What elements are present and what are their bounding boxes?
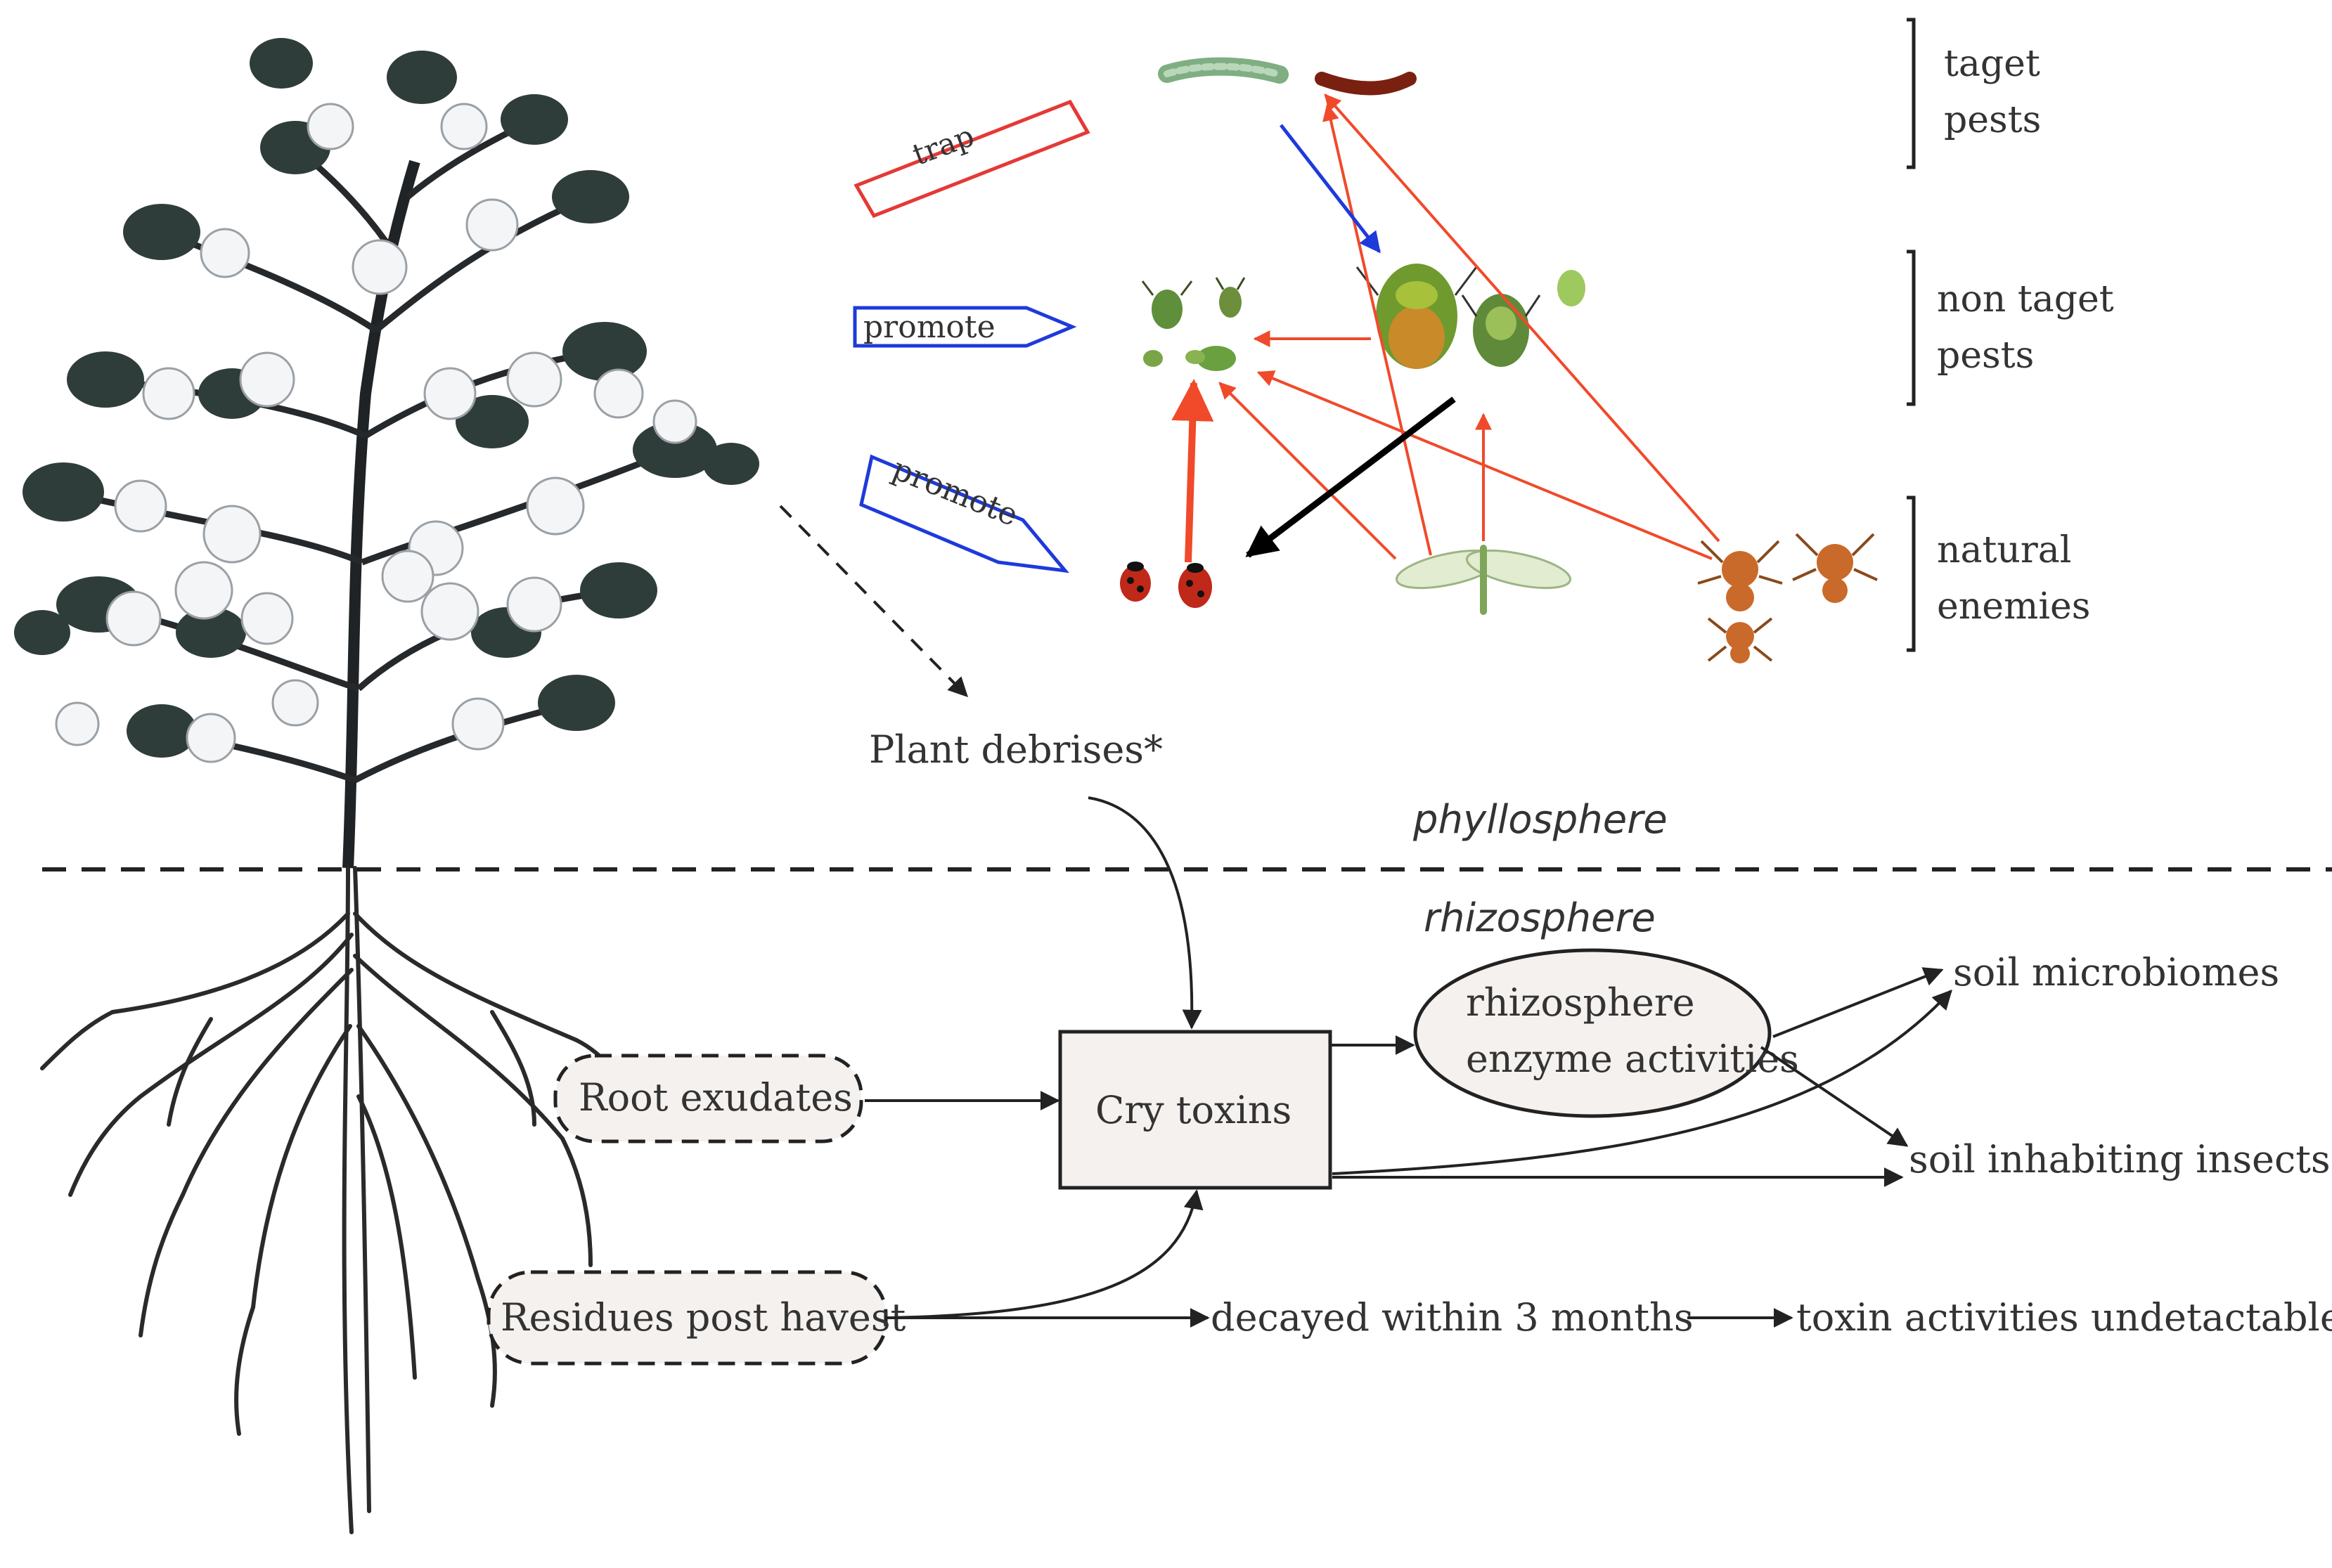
svg-text:natural: natural [1937, 529, 2071, 571]
cotton-plant-icon [14, 38, 759, 869]
svg-text:enzyme activities: enzyme activities [1466, 1037, 1799, 1081]
aphid-group-icon [1141, 277, 1246, 371]
svg-text:Cry toxins: Cry toxins [1095, 1088, 1291, 1132]
group-brackets [1907, 18, 1916, 652]
rhizosphere-label: rhizosphere [1424, 895, 1656, 941]
debris-to-toxin-arrow [1088, 796, 1202, 1030]
enzyme-activities-node: rhizosphere enzyme activities [1413, 948, 1799, 1118]
root-exudates-node: Root exudates [553, 1054, 863, 1143]
lacewing-icon [1395, 545, 1572, 615]
roots-icon [40, 866, 642, 1534]
svg-text:taget: taget [1944, 43, 2040, 85]
enzyme-to-microbiomes-arrow [1772, 967, 1944, 1038]
svg-text:Residues post havest: Residues post havest [501, 1295, 906, 1340]
toxin-to-microbiomes-arrow [1332, 989, 1952, 1175]
black-arrow [1245, 396, 1456, 558]
phyllosphere-label: phyllosphere [1412, 797, 1668, 843]
blue-arrow [1280, 124, 1381, 254]
cry-toxins-node: Cry toxins [1058, 1030, 1332, 1190]
svg-text:Root exudates: Root exudates [579, 1075, 853, 1120]
soil-microbiomes-label: soil microbiomes [1953, 950, 2279, 994]
svg-text:pests: pests [1937, 335, 2034, 377]
decayed-label: decayed within 3 months [1211, 1295, 1694, 1340]
plant-debris-label: Plant debrises* [869, 727, 1163, 772]
enzyme-to-insects-arrow [1760, 1046, 1909, 1147]
ladybug-icon [1120, 562, 1212, 608]
spider-icon [1697, 533, 1878, 663]
svg-text:pests: pests [1944, 99, 2041, 141]
svg-text:rhizosphere: rhizosphere [1466, 980, 1695, 1025]
debris-dashed-arrow [779, 505, 968, 697]
undetectable-label: toxin activities undetactable [1796, 1295, 2332, 1340]
group-labels: taget pests non taget pests natural enem… [1937, 43, 2114, 628]
soil-insects-label: soil inhabiting insects [1909, 1137, 2331, 1181]
trap-tag: trap [853, 99, 1090, 219]
residues-node: Residues post havest [487, 1270, 906, 1366]
predation-arrows [1171, 93, 1720, 563]
promote-tag-1: promote [853, 306, 1077, 348]
stink-bug-icon [1355, 264, 1585, 369]
caterpillar-icon [1158, 57, 1289, 84]
svg-text:promote: promote [863, 309, 996, 345]
worm-icon [1315, 72, 1417, 96]
svg-text:enemies: enemies [1937, 585, 2090, 628]
residues-to-toxin-arrow [887, 1189, 1204, 1319]
svg-text:non taget: non taget [1937, 278, 2114, 320]
promote-tag-2: promote [859, 451, 1069, 574]
